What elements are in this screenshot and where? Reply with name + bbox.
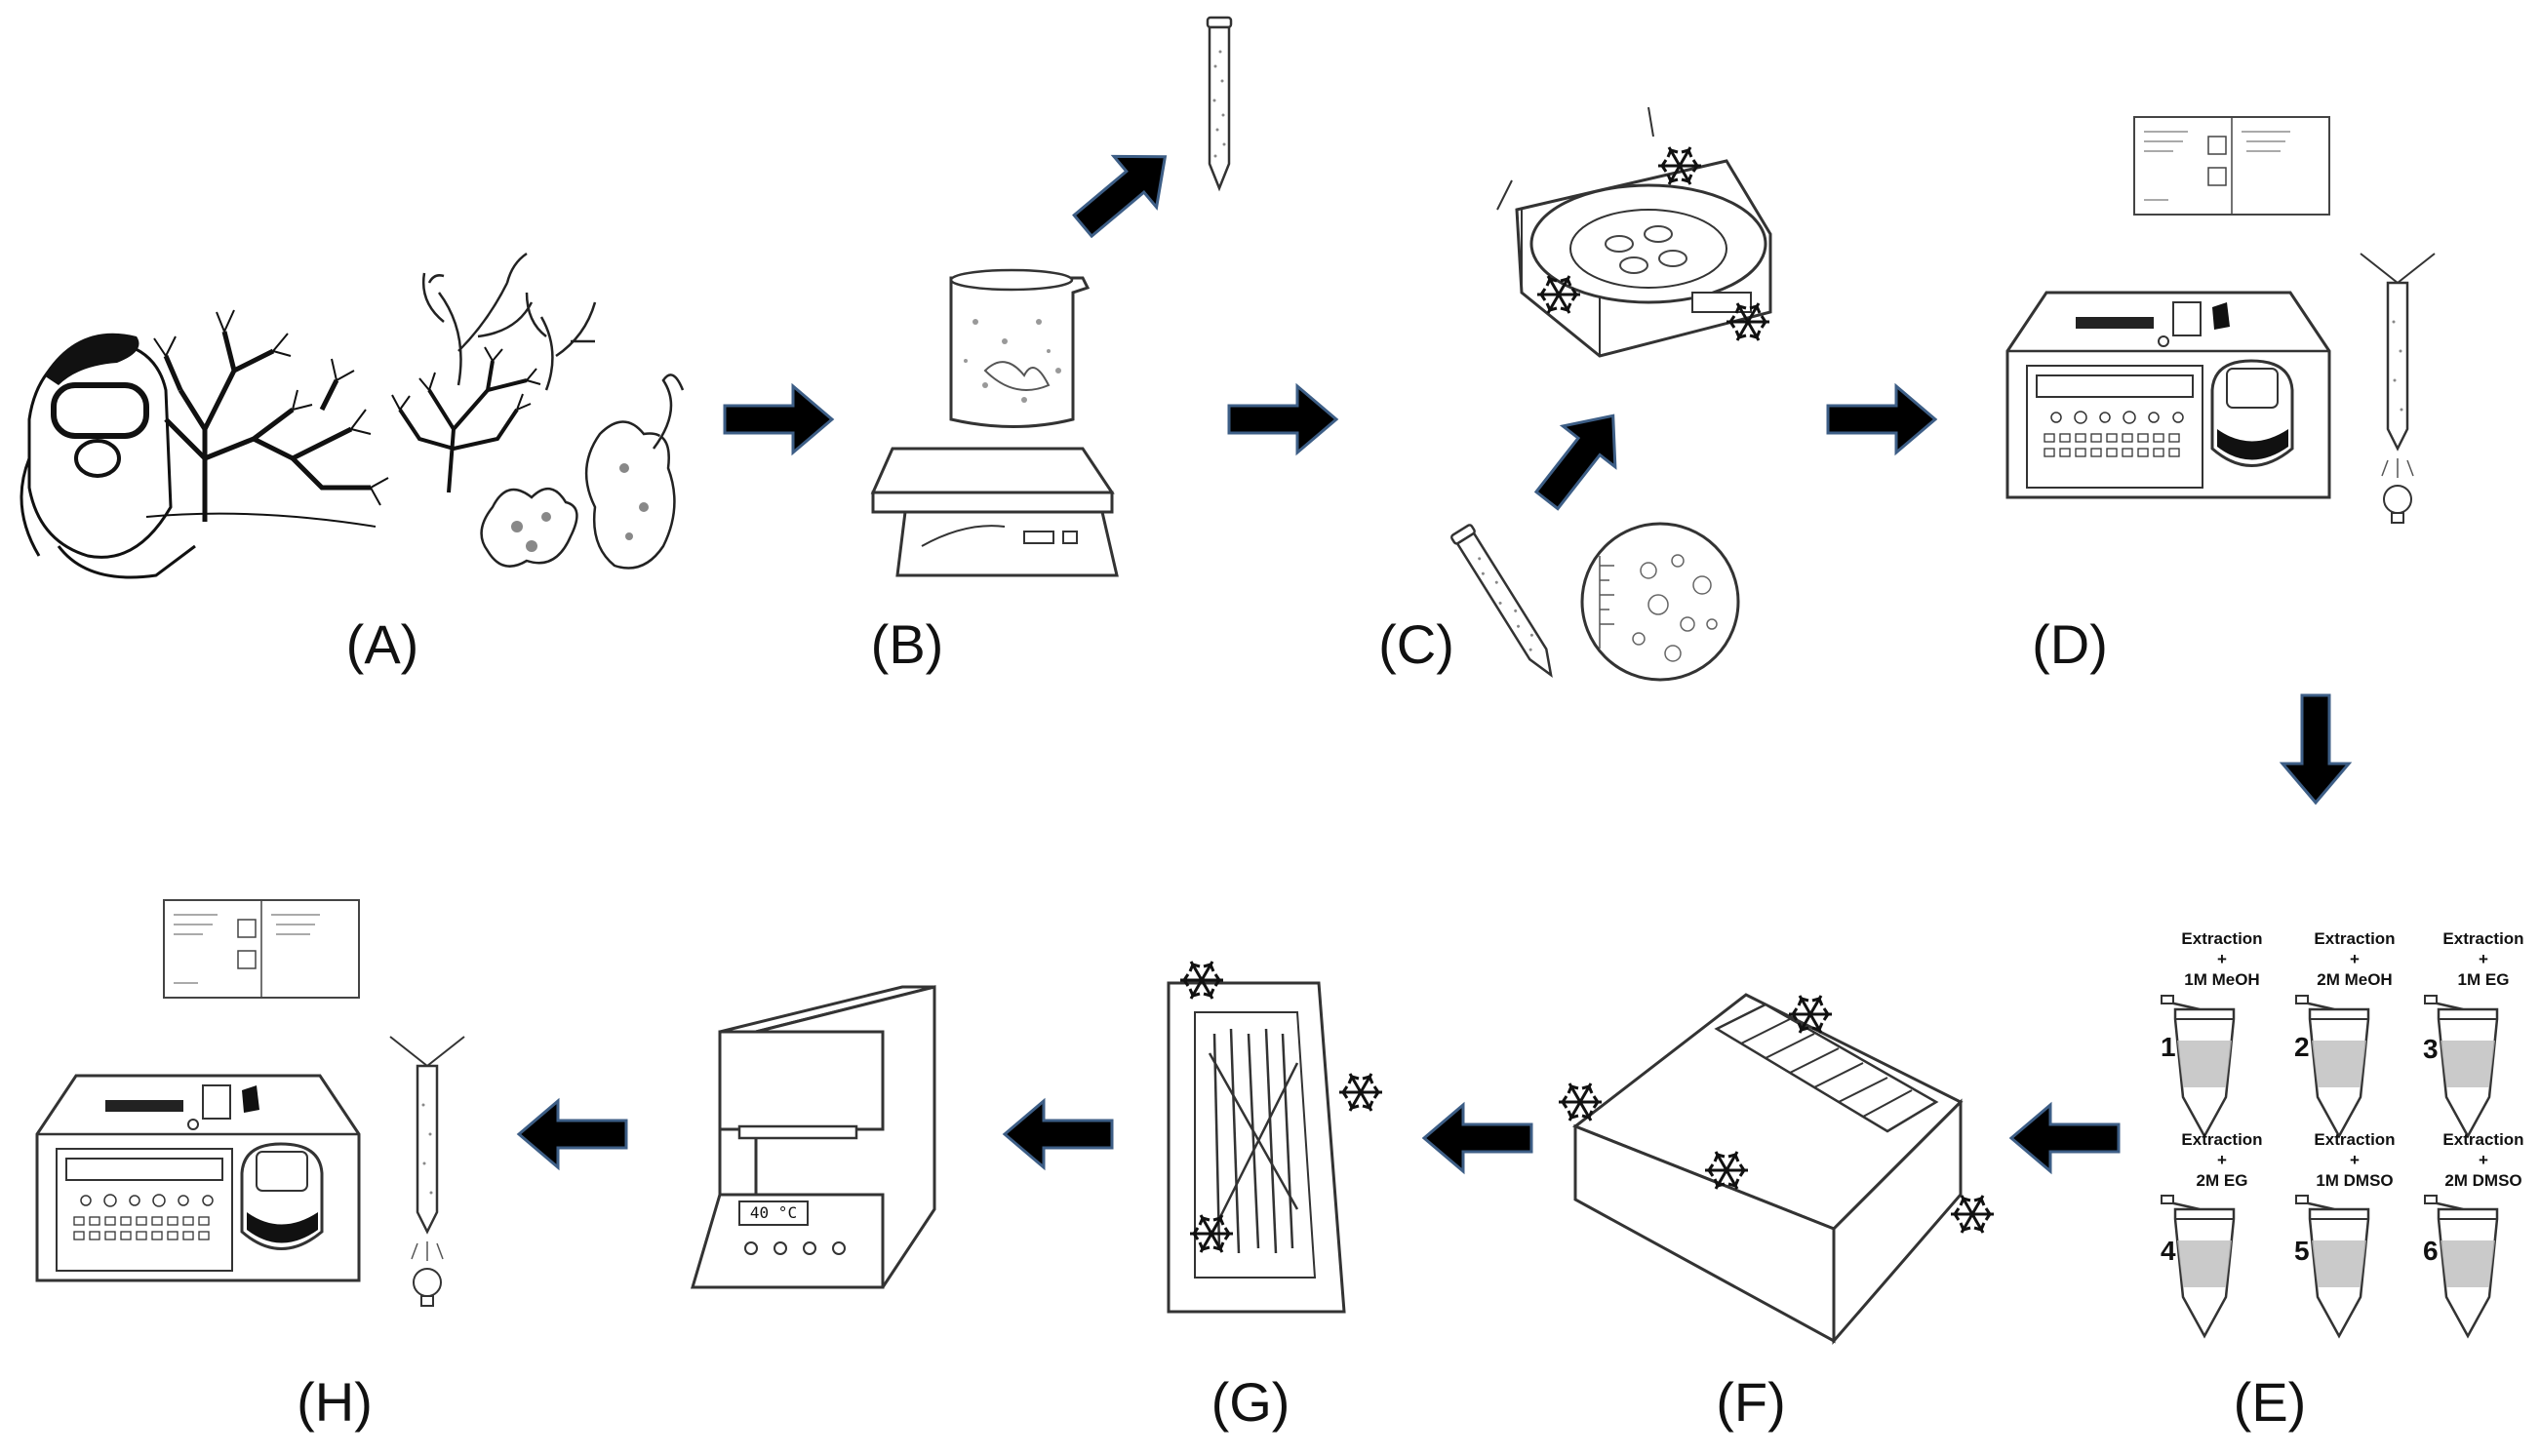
tube-number-1: 1 — [2161, 1032, 2176, 1062]
tube-caption-5: Extraction+1M DMSO — [2314, 1130, 2396, 1190]
falcon-tube-top — [1206, 16, 1233, 190]
tube-caption-2: Extraction+2M MeOH — [2314, 929, 2396, 989]
tube-caption-6: Extraction+2M DMSO — [2442, 1130, 2524, 1190]
arrow-tube-to-centrifuge — [1519, 393, 1642, 523]
magnifier-lens — [1580, 522, 1740, 682]
arrow-e-to-f — [2009, 1103, 2121, 1173]
step-label-b: (B) — [870, 613, 944, 675]
step-label-h: (H) — [297, 1371, 373, 1433]
cold-block-illustration — [1571, 993, 1964, 1346]
tube-caption-1: Extraction+1M MeOH — [2181, 929, 2263, 989]
step-label-c: (C) — [1378, 613, 1454, 675]
spectrophotometer-h — [35, 898, 466, 1308]
arrow-b-to-c — [1227, 384, 1338, 454]
tube-number-5: 5 — [2294, 1236, 2310, 1266]
stir-plate-beaker-illustration — [870, 268, 1119, 577]
snowflake-icon — [1949, 1194, 1996, 1235]
diver-algae-illustration — [20, 252, 685, 579]
straw-tray-illustration — [1167, 981, 1346, 1314]
arrow-g-to-incubator — [1003, 1099, 1114, 1169]
tilted-tube — [1449, 523, 1563, 683]
tube-caption-3: Extraction+1M EG — [2442, 929, 2524, 989]
arrow-f-to-g — [1422, 1103, 1533, 1173]
spectrophotometer-d — [2005, 115, 2437, 525]
incubator-illustration — [690, 985, 936, 1289]
step-label-f: (F) — [1716, 1371, 1786, 1433]
step-label-e: (E) — [2233, 1371, 2307, 1433]
centrifuge-illustration — [1496, 106, 1772, 358]
arrow-b-to-tube — [1059, 130, 1188, 253]
tube-caption-4: Extraction+2M EG — [2181, 1130, 2263, 1190]
tube-number-2: 2 — [2294, 1032, 2310, 1062]
tube-number-6: 6 — [2423, 1236, 2439, 1266]
incubator-display: 40 °C — [749, 1203, 798, 1222]
arrow-d-to-e — [2281, 693, 2351, 805]
arrow-incubator-to-h — [517, 1099, 628, 1169]
step-label-d: (D) — [2032, 613, 2108, 675]
arrow-a-to-b — [723, 384, 834, 454]
snowflake-icon — [1337, 1072, 1384, 1113]
tube-number-4: 4 — [2161, 1236, 2176, 1266]
step-label-a: (A) — [345, 613, 419, 675]
tube-number-3: 3 — [2423, 1034, 2439, 1064]
arrow-c-to-d — [1826, 384, 1937, 454]
step-label-g: (G) — [1210, 1371, 1290, 1433]
